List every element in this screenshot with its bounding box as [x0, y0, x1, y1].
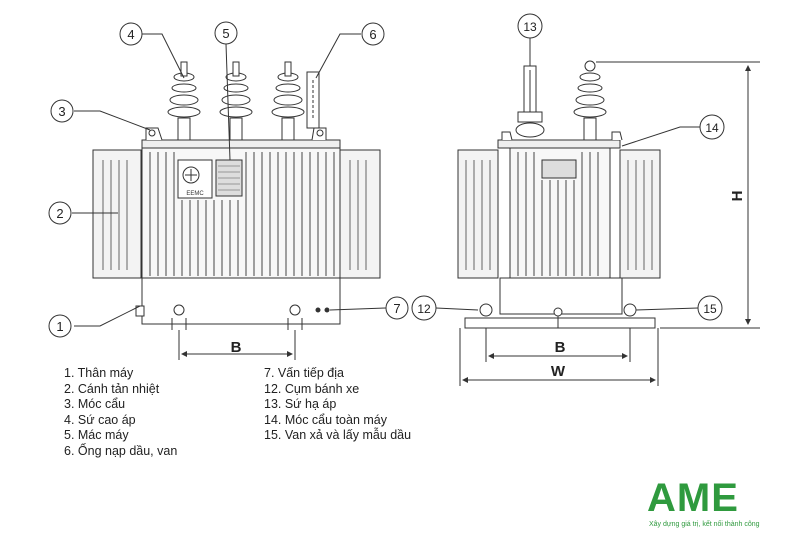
svg-text:13: 13	[523, 20, 537, 34]
hv-bushing-2	[219, 61, 253, 141]
callout-5: 5	[214, 21, 238, 45]
svg-text:14: 14	[705, 121, 719, 135]
dim-label-side-h: H	[729, 191, 746, 202]
callout-12: 12	[411, 295, 437, 321]
dim-label-side-w: W	[551, 363, 566, 380]
logo-text: AME	[647, 476, 739, 520]
legend-item: 4. Sứ cao áp	[64, 412, 136, 427]
legend-item: 12. Cụm bánh xe	[264, 381, 360, 396]
callout-15: 15	[697, 295, 723, 321]
callout-7: 7	[385, 296, 409, 320]
svg-text:12: 12	[417, 302, 431, 316]
callout-1: 1	[48, 314, 72, 338]
side-view	[457, 60, 760, 386]
legend-item: 15. Van xả và lấy mẫu dầu	[264, 428, 412, 443]
svg-text:15: 15	[703, 302, 717, 316]
callout-2: 2	[48, 201, 72, 225]
dim-label-side-b: B	[555, 339, 566, 356]
radiator-left	[92, 149, 142, 279]
dim-label-front-b: B	[231, 339, 242, 356]
logo-tagline: Xây dựng giá trị, kết nối thành công	[649, 521, 760, 528]
lv-bushing	[515, 65, 545, 138]
legend-item: 13. Sứ hạ áp	[264, 397, 337, 412]
legend-right: 7. Vấn tiếp địa 12. Cụm bánh xe 13. Sứ h…	[264, 366, 411, 444]
hv-bushing-3	[271, 61, 305, 141]
callout-4: 4	[119, 22, 143, 46]
callout-6: 6	[361, 22, 385, 46]
svg-text:5: 5	[222, 26, 229, 41]
svg-text:3: 3	[58, 104, 65, 119]
legend-item: 3. Móc cẩu	[64, 397, 126, 412]
legend-left: 1. Thân máy 2. Cánh tản nhiệt 3. Móc cẩu…	[64, 366, 177, 460]
svg-text:4: 4	[127, 27, 134, 42]
svg-text:6: 6	[369, 27, 376, 42]
svg-text:1: 1	[56, 319, 63, 334]
callout-3: 3	[50, 99, 74, 123]
svg-text:7: 7	[393, 301, 400, 316]
legend-item: 7. Vấn tiếp địa	[264, 366, 344, 380]
ame-logo: AME Xây dựng giá trị, kết nối thành công	[643, 476, 783, 536]
legend-item: 5. Mác máy	[64, 428, 129, 443]
hv-bushing-side	[573, 60, 607, 141]
legend-item: 6. Ống nạp dầu, van	[64, 443, 178, 458]
legend-item: 2. Cánh tản nhiệt	[64, 381, 160, 396]
svg-text:2: 2	[56, 206, 63, 221]
nameplate-text: EEMC	[186, 191, 204, 197]
callout-13: 13	[517, 13, 543, 39]
hv-bushing-1	[167, 61, 201, 141]
callout-14: 14	[699, 114, 725, 140]
front-view	[92, 61, 381, 360]
legend-item: 14. Móc cẩu toàn máy	[264, 412, 387, 427]
legend-item: 1. Thân máy	[64, 366, 134, 380]
